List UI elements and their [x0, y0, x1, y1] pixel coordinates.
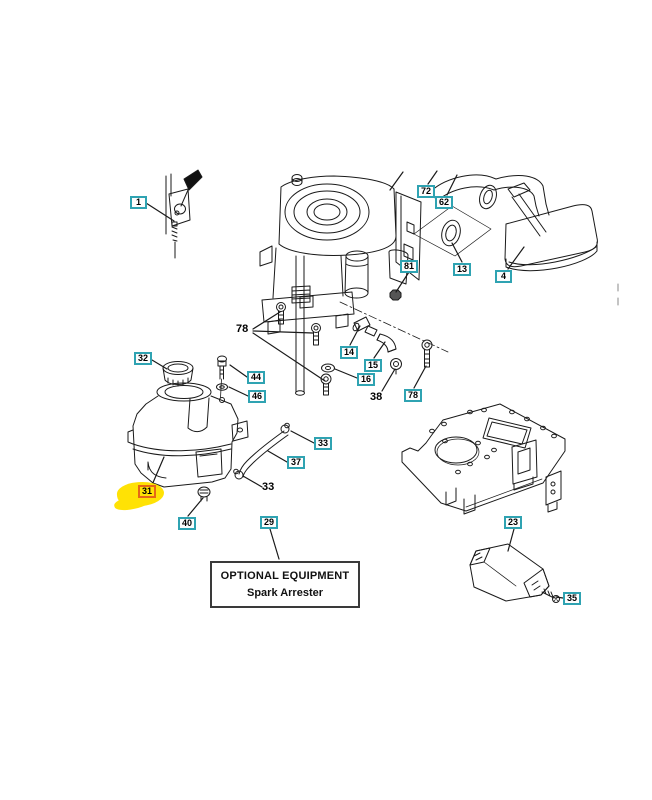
- leader-lines: [145, 170, 564, 599]
- fuel-line-drawing: [233, 422, 290, 480]
- callout-15[interactable]: 15: [364, 359, 383, 372]
- callout-44[interactable]: 44: [247, 371, 266, 384]
- callout-37[interactable]: 37: [287, 456, 306, 469]
- engine-drawing: [259, 171, 449, 396]
- callout-81[interactable]: 81: [400, 260, 419, 273]
- callout-31-selected[interactable]: 31: [138, 485, 157, 498]
- fuel-cap-drawing: [162, 361, 194, 387]
- callout-23[interactable]: 23: [504, 516, 523, 529]
- optional-equipment-title: OPTIONAL EQUIPMENT: [220, 570, 350, 582]
- callout-46[interactable]: 46: [248, 390, 267, 403]
- mounting-plate-drawing: [401, 403, 566, 515]
- callout-14[interactable]: 14: [340, 346, 359, 359]
- throttle-control-drawing: [165, 169, 203, 259]
- label-78: 78: [236, 323, 249, 335]
- callout-4[interactable]: 4: [495, 270, 512, 283]
- bushing-drawing: [197, 486, 211, 502]
- callout-29[interactable]: 29: [260, 516, 279, 529]
- callout-62[interactable]: 62: [435, 196, 454, 209]
- callout-33[interactable]: 33: [314, 437, 333, 450]
- callout-35[interactable]: 35: [563, 592, 582, 605]
- callout-40[interactable]: 40: [178, 517, 197, 530]
- callout-1[interactable]: 1: [130, 196, 147, 209]
- spark-arrester-label: Spark Arrester: [246, 587, 324, 599]
- optional-equipment-box: OPTIONAL EQUIPMENT Spark Arrester: [210, 561, 360, 608]
- fuel-pipe-fittings-drawing: [352, 316, 397, 353]
- callout-78[interactable]: 78: [404, 389, 423, 402]
- label-38: 38: [370, 391, 383, 403]
- heat-shield-drawing: [469, 543, 560, 603]
- callout-16[interactable]: 16: [357, 373, 376, 386]
- muffler-drawing: [413, 174, 598, 272]
- label-33: 33: [262, 481, 275, 493]
- callout-13[interactable]: 13: [453, 263, 472, 276]
- callout-72[interactable]: 72: [417, 185, 436, 198]
- fuel-tank-drawing: [127, 382, 249, 488]
- callout-32[interactable]: 32: [134, 352, 153, 365]
